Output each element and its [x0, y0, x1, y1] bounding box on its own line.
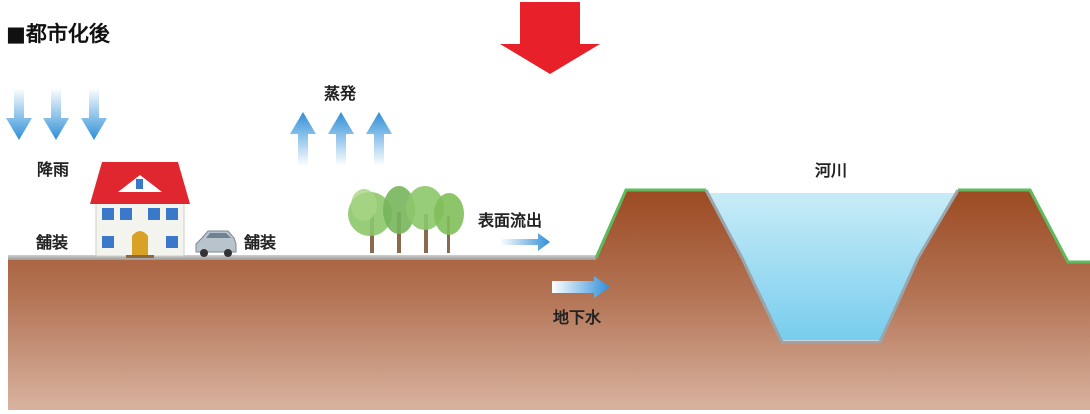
evaporation-arrow-icon [290, 112, 392, 166]
pavement-label-right: 舗装 [244, 233, 277, 252]
soil-ground [8, 190, 1090, 410]
river-label: 河川 [815, 161, 848, 180]
tree-icon [348, 186, 464, 253]
pavement-label-left: 舗装 [36, 233, 69, 252]
groundwater-arrow-icon [552, 276, 610, 298]
surface-runoff-label: 表面流出 [478, 211, 543, 230]
evaporation-label: 蒸発 [324, 84, 357, 103]
rain-label: 降雨 [37, 160, 70, 179]
page-title: ■都市化後 [6, 22, 110, 46]
runoff-arrow-icon [500, 233, 550, 251]
groundwater-label: 地下水 [553, 308, 602, 327]
river-water [706, 193, 958, 340]
house-icon [90, 162, 190, 258]
car-icon [195, 230, 237, 257]
embankment-right-edge [958, 188, 1090, 264]
rain-arrow-icon [6, 88, 107, 140]
paved-surface [8, 255, 596, 260]
embankment-left-edge [594, 188, 706, 259]
channel-wall [704, 189, 960, 344]
down-arrow-icon [500, 2, 600, 74]
